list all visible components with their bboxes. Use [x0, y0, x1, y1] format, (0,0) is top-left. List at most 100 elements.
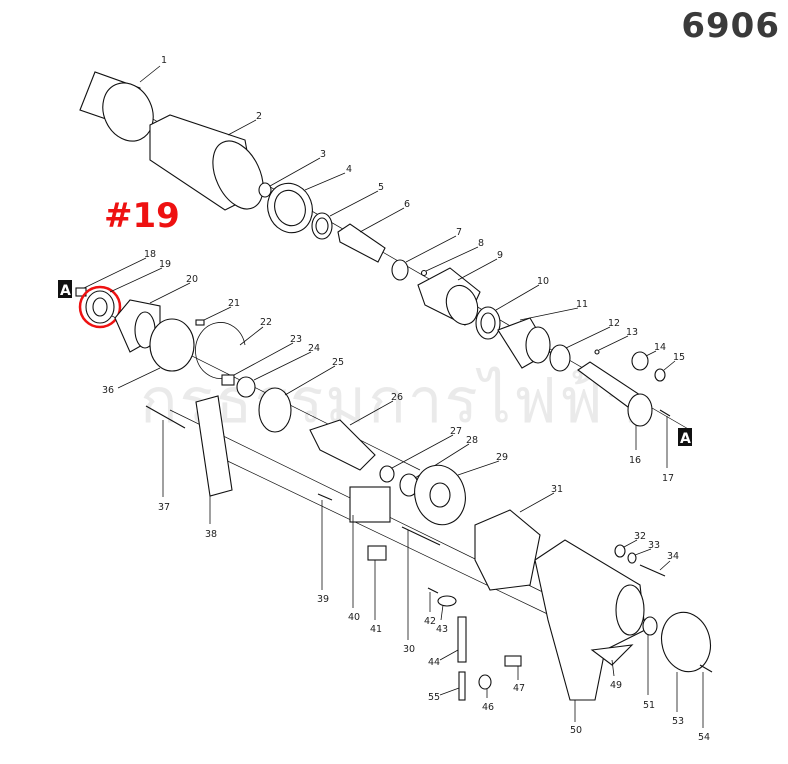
svg-text:23: 23 [290, 334, 302, 345]
part-50-housing[interactable] [534, 539, 646, 722]
svg-text:10: 10 [537, 276, 549, 287]
svg-text:55: 55 [428, 692, 440, 703]
part-19-bearing[interactable] [78, 267, 163, 329]
part-53-rear-cover[interactable] [655, 607, 717, 712]
svg-text:12: 12 [608, 318, 620, 329]
svg-text:24: 24 [308, 343, 320, 354]
svg-text:54: 54 [698, 732, 710, 743]
part-26-armature[interactable] [309, 400, 394, 471]
svg-text:21: 21 [228, 298, 240, 309]
part-32-bushing[interactable] [614, 539, 638, 558]
reference-marker-a-right: A [678, 428, 692, 447]
part-7-washer[interactable] [391, 235, 457, 281]
part-21-pin[interactable] [195, 306, 232, 326]
part-37-screw[interactable] [145, 405, 186, 497]
part-14-gear[interactable] [631, 350, 657, 371]
part-40-switch[interactable] [349, 486, 391, 608]
svg-text:33: 33 [648, 540, 660, 551]
part-29-baffle[interactable] [408, 460, 500, 531]
part-16-spindle[interactable] [577, 361, 653, 450]
part-31-field[interactable] [474, 492, 555, 591]
svg-text:47: 47 [513, 683, 525, 694]
svg-text:43: 43 [436, 624, 448, 635]
svg-text:28: 28 [466, 435, 478, 446]
svg-text:36: 36 [102, 385, 114, 396]
svg-text:A: A [680, 431, 691, 447]
part-44-brush-holder[interactable] [439, 616, 467, 663]
part-39-screw[interactable] [317, 493, 333, 590]
part-10-washer[interactable] [475, 284, 540, 340]
svg-text:42: 42 [424, 616, 436, 627]
part-34-screw[interactable] [639, 560, 671, 577]
svg-text:16: 16 [629, 455, 641, 466]
svg-text:9: 9 [497, 250, 503, 261]
svg-text:34: 34 [667, 551, 679, 562]
part-labels: 1 2 3 4 5 6 7 8 9 10 11 12 13 14 15 16 1… [102, 55, 710, 743]
svg-text:44: 44 [428, 657, 440, 668]
svg-text:31: 31 [551, 484, 563, 495]
part-6-anvil[interactable] [337, 207, 405, 263]
svg-text:13: 13 [626, 327, 638, 338]
svg-text:32: 32 [634, 531, 646, 542]
part-22-retaining-ring[interactable] [195, 322, 264, 379]
part-55-tube[interactable] [439, 671, 466, 701]
part-24-washer[interactable] [236, 351, 312, 398]
reference-marker-a-left: A [58, 280, 72, 299]
svg-text:50: 50 [570, 725, 582, 736]
svg-text:7: 7 [456, 227, 462, 238]
svg-text:6: 6 [404, 199, 410, 210]
part-42-screw[interactable] [427, 587, 439, 612]
part-38-side-handle[interactable] [195, 395, 233, 524]
part-36-o-ring[interactable] [117, 318, 195, 389]
part-5-washer[interactable] [311, 190, 379, 240]
part-30-screw[interactable] [401, 526, 441, 640]
svg-text:5: 5 [378, 182, 384, 193]
svg-text:51: 51 [643, 700, 655, 711]
part-2-front-housing[interactable] [149, 114, 273, 217]
svg-text:11: 11 [576, 299, 588, 310]
part-3-o-ring[interactable] [258, 157, 321, 198]
part-46-cap[interactable] [478, 674, 492, 698]
part-15-bearing[interactable] [654, 360, 676, 382]
svg-text:53: 53 [672, 716, 684, 727]
part-13-ball[interactable] [594, 335, 629, 355]
part-11-spring[interactable] [497, 307, 579, 369]
part-17-pin[interactable] [659, 409, 671, 468]
svg-text:17: 17 [662, 473, 674, 484]
svg-text:41: 41 [370, 624, 382, 635]
highlighted-part-label: #19 [104, 196, 180, 236]
part-47-carbon-brush[interactable] [504, 655, 522, 680]
svg-text:18: 18 [144, 249, 156, 260]
svg-text:15: 15 [673, 352, 685, 363]
svg-text:3: 3 [320, 149, 326, 160]
part-12-washer[interactable] [549, 326, 611, 372]
part-1-boot[interactable] [79, 65, 162, 149]
svg-text:29: 29 [496, 452, 508, 463]
svg-text:26: 26 [391, 392, 403, 403]
svg-text:25: 25 [332, 357, 344, 368]
part-33-washer[interactable] [627, 548, 652, 564]
svg-text:30: 30 [403, 644, 415, 655]
part-25-fan[interactable] [258, 365, 336, 433]
model-number: 6906 [681, 6, 780, 46]
part-4-ring[interactable] [261, 172, 346, 239]
svg-text:39: 39 [317, 594, 329, 605]
svg-text:40: 40 [348, 612, 360, 623]
part-51-ring[interactable] [642, 616, 658, 695]
svg-text:20: 20 [186, 274, 198, 285]
part-23-bearing[interactable] [221, 342, 294, 386]
part-49-nameplate[interactable] [590, 644, 634, 677]
part-8-ball[interactable] [420, 246, 479, 277]
part-27-washer[interactable] [379, 434, 454, 483]
part-9-hammer[interactable] [417, 258, 498, 329]
svg-text:19: 19 [159, 259, 171, 270]
part-43-plate[interactable] [437, 595, 457, 621]
part-54-screw[interactable] [699, 664, 713, 728]
svg-text:2: 2 [256, 111, 262, 122]
svg-text:38: 38 [205, 529, 217, 540]
svg-text:1: 1 [161, 55, 167, 66]
part-20-cover[interactable] [114, 282, 191, 353]
part-41-capacitor[interactable] [367, 545, 387, 620]
svg-text:22: 22 [260, 317, 272, 328]
